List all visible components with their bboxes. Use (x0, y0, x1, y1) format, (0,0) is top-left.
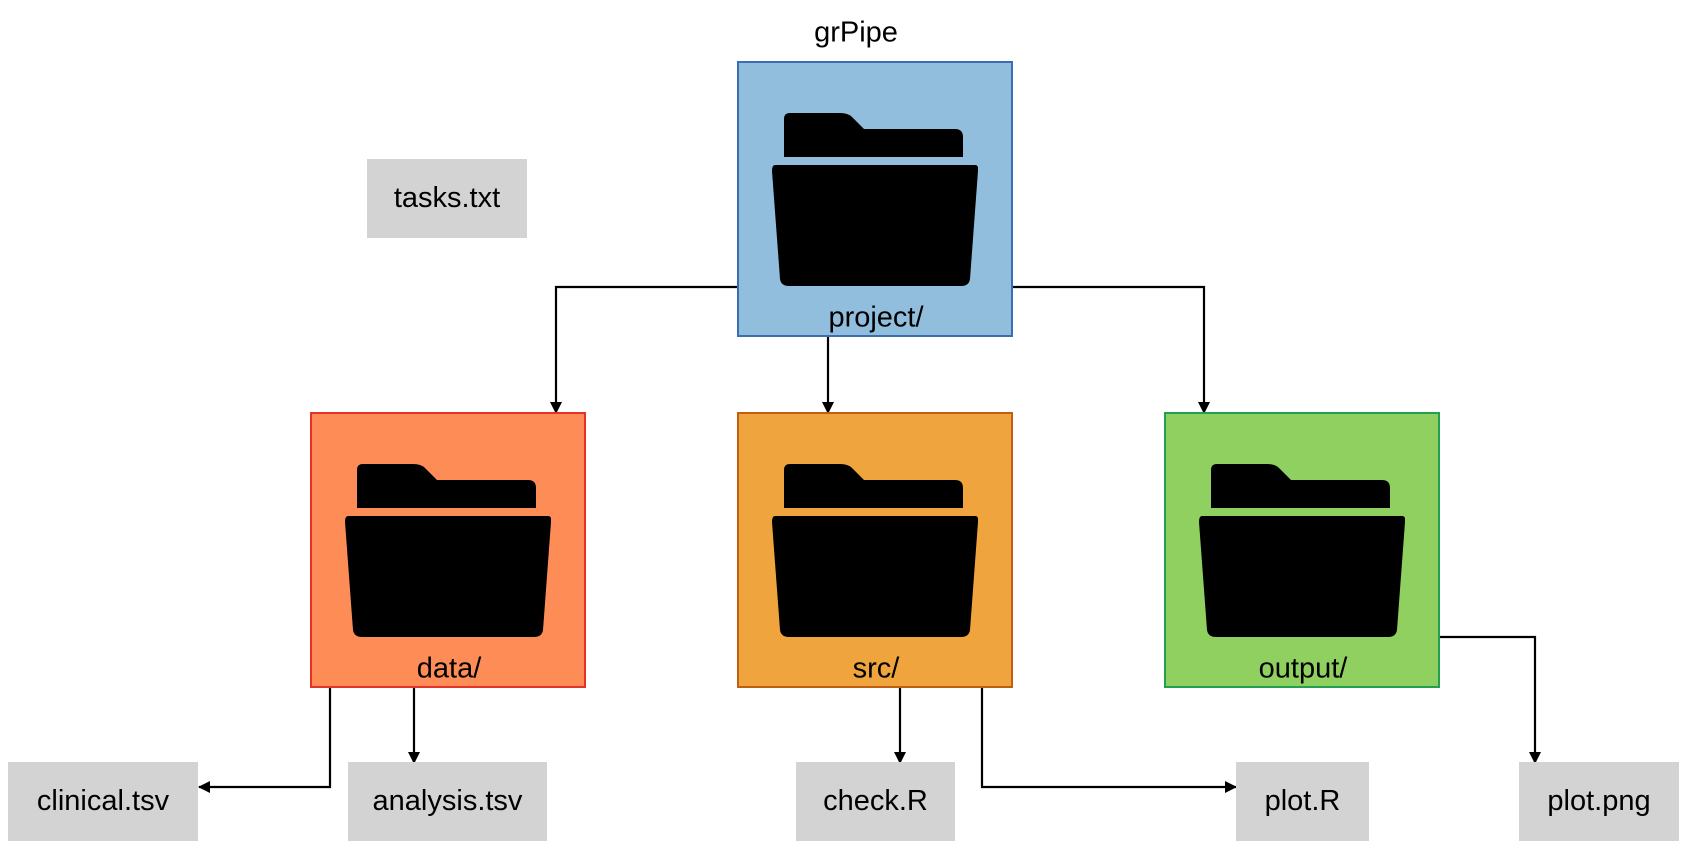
folder-label-output: output/ (1258, 652, 1348, 685)
diagram-title: grPipe (814, 16, 898, 49)
folder-open-icon (345, 464, 551, 637)
folder-node-data[interactable]: data/ (310, 412, 586, 688)
file-node-plotR[interactable]: plot.R (1236, 762, 1369, 841)
folder-open-icon (1199, 464, 1405, 637)
file-node-check[interactable]: check.R (796, 762, 955, 841)
folder-label-data: data/ (416, 652, 482, 685)
folder-node-output[interactable]: output/ (1164, 412, 1440, 688)
folder-label-src: src/ (852, 652, 900, 685)
file-node-tasks[interactable]: tasks.txt (367, 159, 527, 238)
folder-node-project[interactable]: project/ (737, 61, 1013, 337)
file-node-clinical[interactable]: clinical.tsv (8, 762, 198, 841)
edge-project-data (550, 285, 737, 414)
edge-src-plotR (980, 687, 1237, 793)
edge-data-clinical (198, 687, 332, 793)
file-node-plotpng[interactable]: plot.png (1519, 762, 1679, 841)
edge-project-output (1012, 285, 1210, 414)
folder-open-icon (772, 113, 978, 286)
folder-label-project: project/ (828, 301, 924, 334)
edge-output-plotpng (1439, 635, 1541, 764)
file-node-analysis[interactable]: analysis.tsv (348, 762, 547, 841)
folder-open-icon (772, 464, 978, 637)
folder-node-src[interactable]: src/ (737, 412, 1013, 688)
